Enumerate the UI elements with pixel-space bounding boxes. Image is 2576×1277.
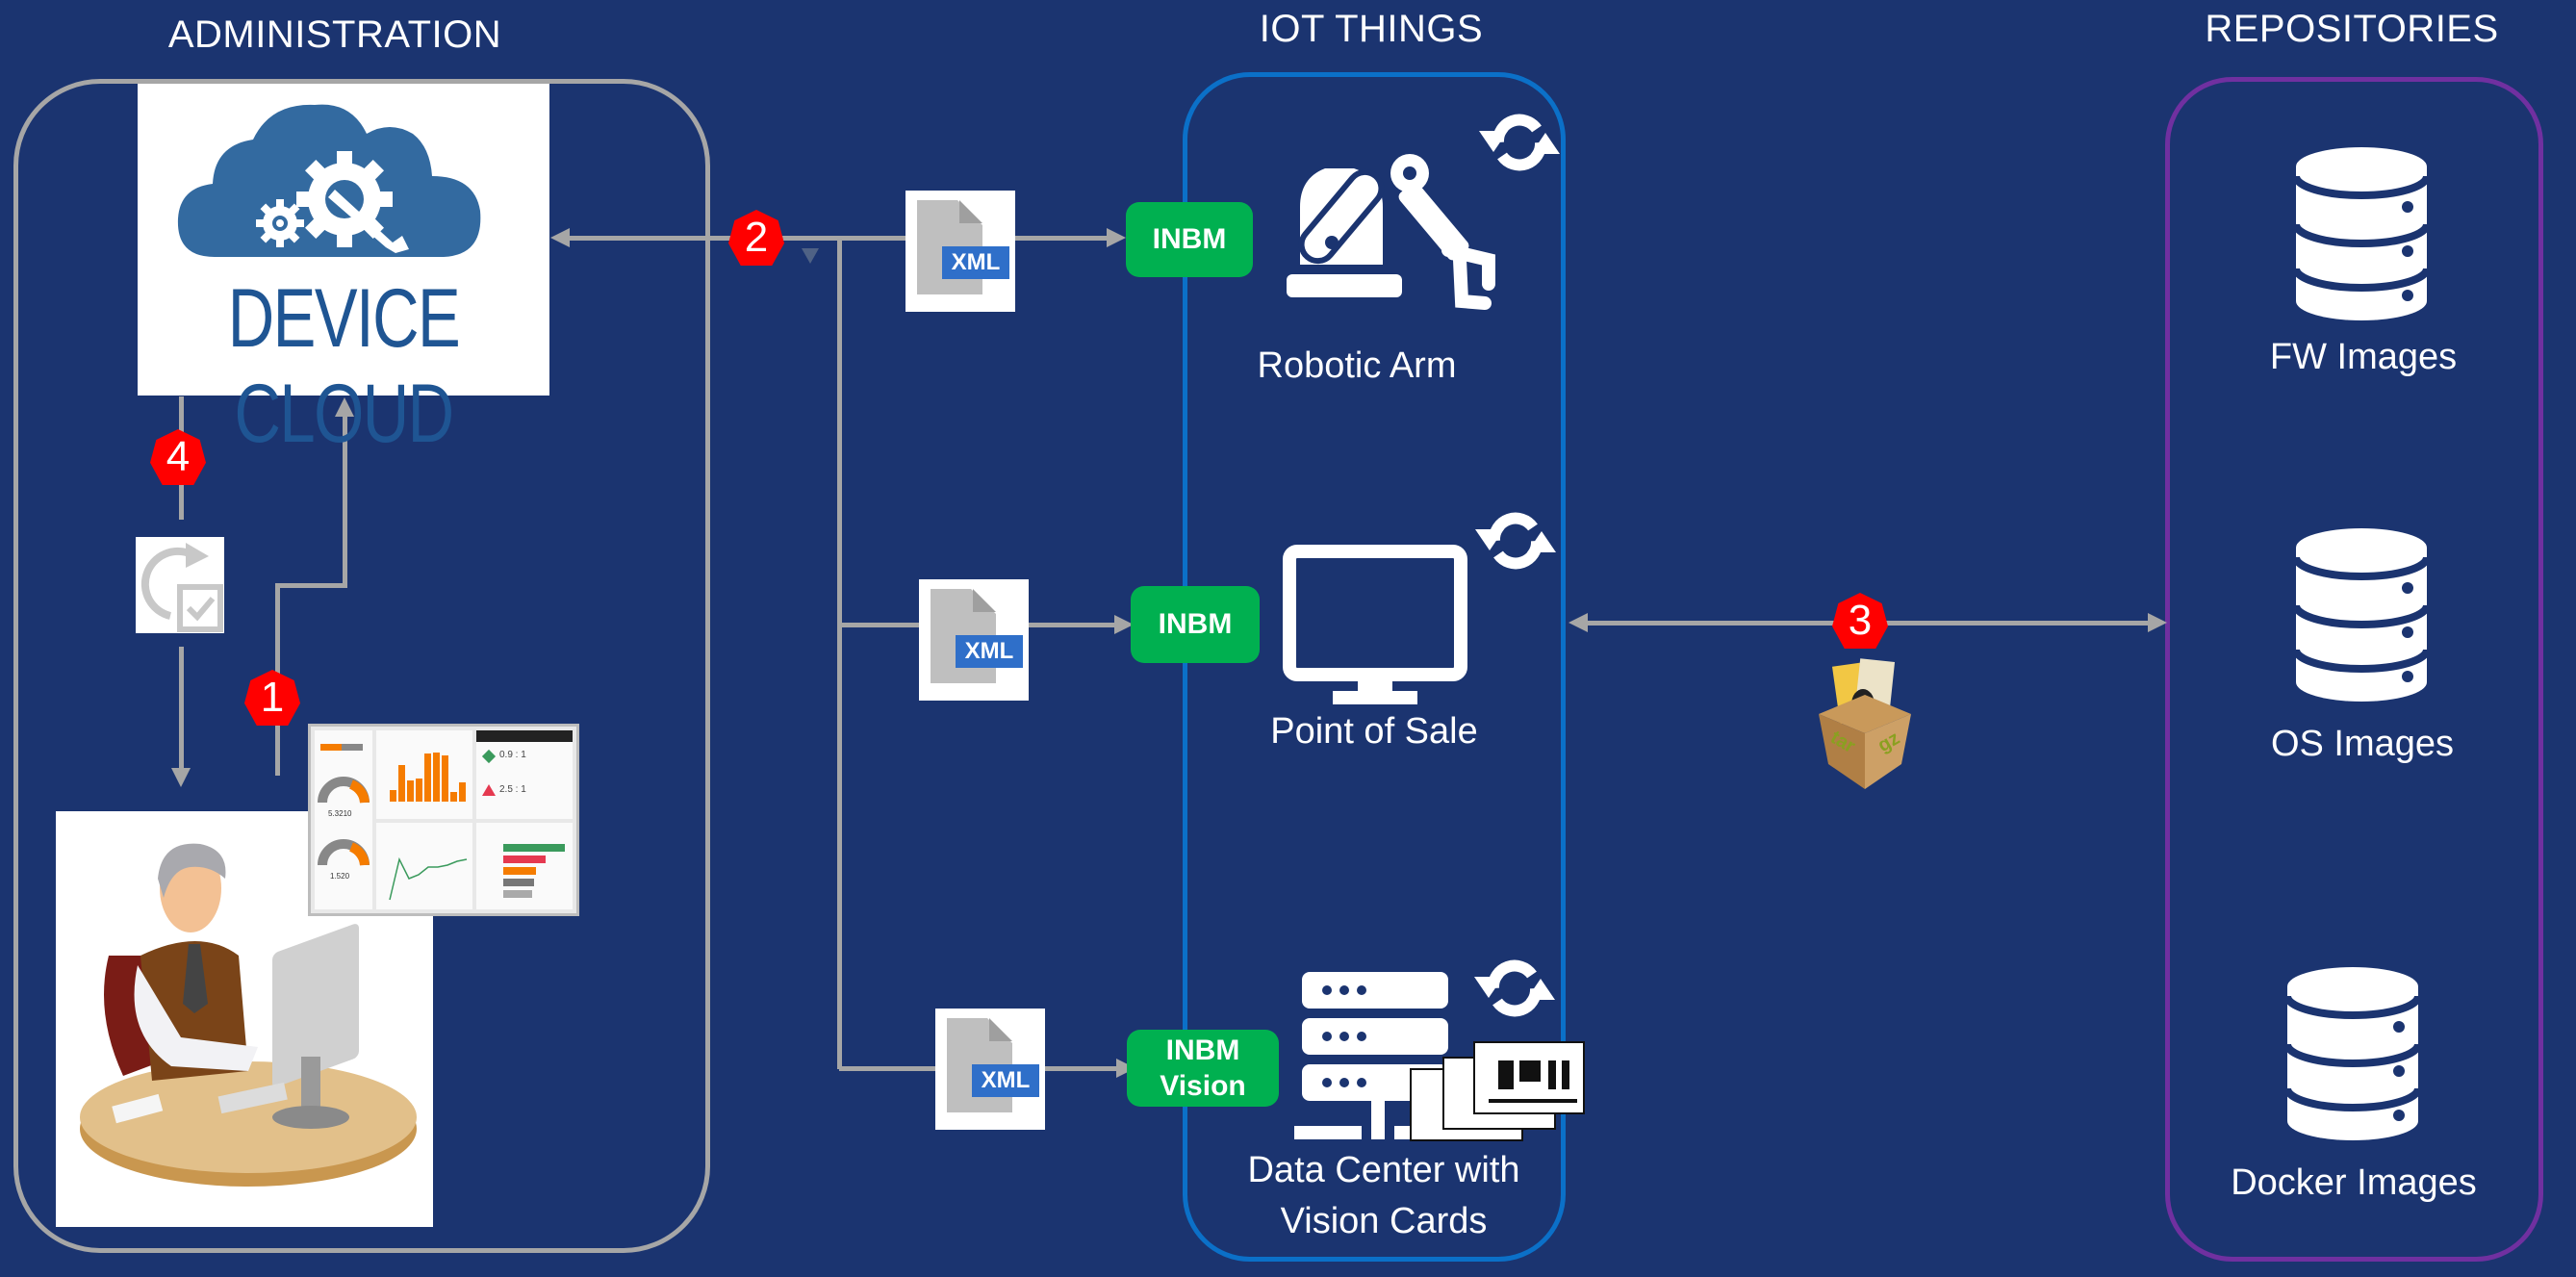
vision-cards-icon xyxy=(1410,1039,1585,1145)
inbm-agent-point-of-sale[interactable]: INBM xyxy=(1131,586,1260,663)
arrow-to-iot xyxy=(1569,613,1588,632)
inbm-label: INBM xyxy=(1152,223,1227,256)
step-3-badge: 3 xyxy=(1832,593,1888,649)
tar-gz-package-icon: tar gz xyxy=(1809,656,1923,791)
database-icon-docker xyxy=(2287,967,2418,1140)
iot-things-title: IOT THINGS xyxy=(1259,8,1484,50)
arrow-to-admin xyxy=(171,768,191,787)
database-icon-os xyxy=(2296,528,2427,702)
xml-file-icon-3: XML xyxy=(935,1009,1045,1130)
inbm-vision-agent-data-center[interactable]: INBM Vision xyxy=(1127,1030,1279,1107)
device-label-line-1: Data Center with xyxy=(1247,1150,1520,1190)
xml-file-icon-2: XML xyxy=(919,579,1029,701)
sync-icon-point-of-sale xyxy=(1475,512,1556,570)
ratio-value-1: 0.9 : 1 xyxy=(499,750,526,760)
administration-group xyxy=(13,79,710,1253)
iot-things-group xyxy=(1183,72,1566,1262)
dash-line-panel xyxy=(376,823,472,909)
arrow-to-cloud xyxy=(550,228,570,247)
repositories-group xyxy=(2165,77,2543,1262)
administration-title: ADMINISTRATION xyxy=(167,13,502,56)
robotic-arm-icon xyxy=(1287,154,1495,310)
arrow-to-inbm-2 xyxy=(1114,615,1134,634)
repo-label-fw: FW Images xyxy=(2269,337,2458,377)
step-2-badge: 2 xyxy=(728,210,784,266)
device-cloud-label: DEVICE CLOUD xyxy=(227,272,461,460)
device-label-line-2: Vision Cards xyxy=(1280,1201,1488,1242)
dashboard-thumbnail: 5.3210 1.520 0.9 : 1 2.5 : 1 xyxy=(308,724,579,916)
sync-icon-robotic-arm xyxy=(1479,114,1560,171)
monitor-icon xyxy=(1283,545,1467,704)
connector-admin-jog xyxy=(275,583,346,588)
arrow-to-cloud-from-admin xyxy=(335,397,354,417)
vision-label: Vision xyxy=(1160,1070,1246,1102)
ratio-up-icon xyxy=(481,749,497,764)
repo-label-os: OS Images xyxy=(2270,724,2455,764)
ratio-down-icon xyxy=(482,784,496,796)
xml-label-1: XML xyxy=(951,249,1001,275)
dash-bar-panel xyxy=(376,730,472,819)
database-icon-fw xyxy=(2296,147,2427,320)
arrow-to-repo xyxy=(2148,613,2167,632)
device-cloud-logo[interactable]: DEVICE CLOUD xyxy=(138,84,549,460)
step-4-badge: 4 xyxy=(150,429,206,485)
dash-ratio-panel: 0.9 : 1 2.5 : 1 xyxy=(476,730,573,819)
xml-file-icon-1: XML xyxy=(905,191,1015,312)
arrow-to-inbm-1 xyxy=(1107,228,1126,247)
dash-hbar-panel xyxy=(476,823,573,909)
repo-label-docker: Docker Images xyxy=(2231,1162,2477,1203)
device-label-point-of-sale: Point of Sale xyxy=(1270,711,1478,752)
repositories-title: REPOSITORIES xyxy=(2205,8,2499,50)
connector-trunk xyxy=(837,236,842,1069)
inbm-label: INBM xyxy=(1158,608,1233,641)
gauge-value-1: 5.3210 xyxy=(328,809,352,818)
sync-icon-data-center xyxy=(1474,959,1555,1017)
cloud-gears-icon xyxy=(177,104,481,257)
ratio-value-2: 2.5 : 1 xyxy=(499,784,526,795)
connector-update-to-admin xyxy=(179,647,184,772)
step-1-badge: 1 xyxy=(244,670,300,726)
device-label-data-center: Data Center with Vision Cards xyxy=(1247,1145,1519,1247)
small-triangle-marker xyxy=(802,248,819,264)
dash-gauges-panel: 5.3210 1.520 xyxy=(315,730,372,909)
update-check-icon xyxy=(136,537,224,633)
connector-admin-to-cloud xyxy=(343,414,347,588)
xml-label-3: XML xyxy=(981,1067,1031,1093)
inbm-label: INBM xyxy=(1165,1034,1240,1066)
xml-label-2: XML xyxy=(964,638,1014,664)
gauge-value-2: 1.520 xyxy=(330,872,350,881)
device-label-robotic-arm: Robotic Arm xyxy=(1257,345,1457,386)
inbm-agent-robotic-arm[interactable]: INBM xyxy=(1126,202,1253,277)
